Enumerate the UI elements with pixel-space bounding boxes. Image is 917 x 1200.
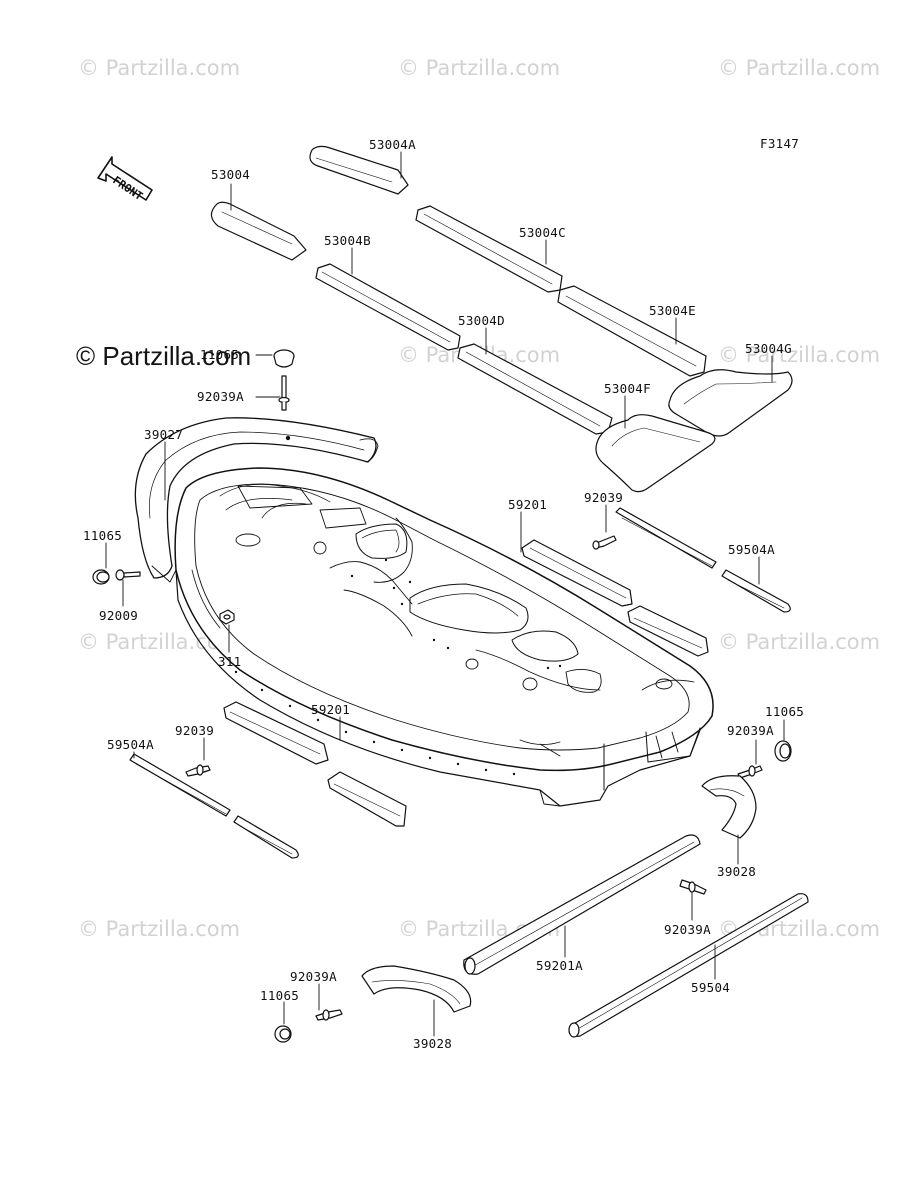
label-53004G: 53004G <box>745 341 792 356</box>
rail-59201-left <box>224 702 406 826</box>
rail-59504A-right <box>616 508 790 612</box>
rivet-92039-left <box>186 765 210 776</box>
plug-11065-top <box>274 350 294 367</box>
label-39028-bottom: 39028 <box>413 1036 453 1051</box>
plug-11065-left <box>93 570 109 584</box>
label-53004B: 53004B <box>324 233 371 248</box>
guard-39028-bottom <box>362 966 471 1012</box>
mat-53004F <box>596 415 715 492</box>
mat-53004A <box>310 146 408 194</box>
watermark: © Partzilla.com <box>718 343 881 367</box>
plug-11065-bottom <box>275 1026 291 1042</box>
label-53004: 53004 <box>211 167 251 182</box>
label-11065-bottom: 11065 <box>260 988 300 1003</box>
label-53004C: 53004C <box>519 225 566 240</box>
label-92039A-top: 92039A <box>197 389 244 404</box>
label-53004E: 53004E <box>649 303 696 318</box>
mat-53004G <box>669 370 792 436</box>
label-53004D: 53004D <box>458 313 505 328</box>
label-53004A: 53004A <box>369 137 416 152</box>
label-59504A-left: 59504A <box>107 737 154 752</box>
rivet-92039A-right <box>738 766 762 778</box>
rail-59201A <box>464 835 700 974</box>
guard-39028-right <box>702 776 756 838</box>
label-11065-top: 11065 <box>200 347 240 362</box>
watermark: © Partzilla.com <box>78 917 241 941</box>
mat-53004D <box>458 344 612 434</box>
rail-59504A-left <box>130 754 298 858</box>
screw-92009 <box>116 570 140 580</box>
leader-lines <box>106 152 784 1036</box>
watermark: © Partzilla.com <box>398 56 561 80</box>
label-92039-right: 92039 <box>584 490 624 505</box>
label-53004F: 53004F <box>604 381 651 396</box>
rail-59201-right <box>522 540 708 656</box>
hull <box>175 468 713 806</box>
rivet-92039A-top <box>279 376 289 410</box>
label-59201A: 59201A <box>536 958 583 973</box>
mat-53004C <box>416 206 562 292</box>
label-59504A-right: 59504A <box>728 542 775 557</box>
rivet-92039A-mid <box>680 880 706 894</box>
label-92039A-right: 92039A <box>727 723 774 738</box>
label-59201-right: 59201 <box>508 497 548 512</box>
watermark: © Partzilla.com <box>718 630 881 654</box>
mat-53004 <box>211 202 306 260</box>
guard-39027 <box>135 418 378 582</box>
label-59201-left: 59201 <box>311 702 351 717</box>
rail-59504 <box>569 894 808 1037</box>
label-92039A-bottom: 92039A <box>290 969 337 984</box>
label-92009: 92009 <box>99 608 139 623</box>
figure-code: F3147 <box>760 136 800 151</box>
plug-11065-right <box>775 741 791 761</box>
partzilla-logo: © Partzilla.com <box>76 341 252 371</box>
label-39028-right: 39028 <box>717 864 757 879</box>
label-311: 311 <box>218 654 242 669</box>
watermark: © Partzilla.com <box>718 56 881 80</box>
label-92039-left: 92039 <box>175 723 215 738</box>
rivet-92039-right <box>593 536 616 549</box>
label-39027: 39027 <box>144 427 184 442</box>
rivet-92039A-bottom <box>316 1010 342 1020</box>
watermark: © Partzilla.com <box>78 56 241 80</box>
label-59504: 59504 <box>691 980 731 995</box>
mat-53004B <box>316 264 460 350</box>
label-92039A-mid: 92039A <box>664 922 711 937</box>
nut-311 <box>220 610 234 624</box>
label-11065-left: 11065 <box>83 528 123 543</box>
front-arrow-icon: FRONT <box>98 157 152 203</box>
mat-53004E <box>558 286 706 376</box>
label-11065-right: 11065 <box>765 704 805 719</box>
